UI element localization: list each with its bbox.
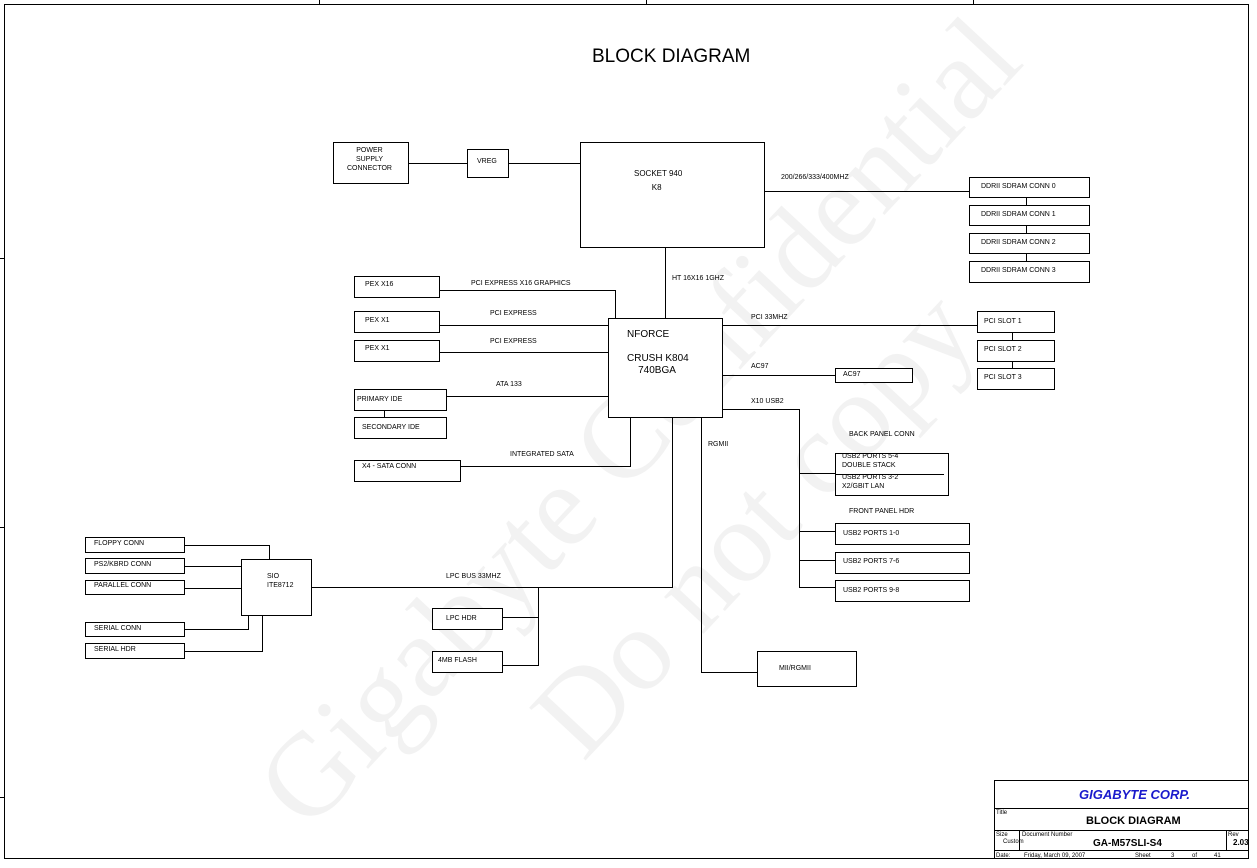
pex-x1-block-b: PEX X1 <box>354 340 440 362</box>
pci-slot-2: PCI SLOT 2 <box>977 340 1055 362</box>
sio-ite8712-block: SIO ITE8712 <box>241 559 312 616</box>
sata-conn-block: X4 - SATA CONN <box>354 460 461 482</box>
ac97-bus-label: AC97 <box>751 363 769 370</box>
date-label: Date: <box>996 853 1011 859</box>
pcie-bus-label-b: PCI EXPRESS <box>490 338 537 345</box>
vreg-block: VREG <box>467 149 509 178</box>
ddr-sdram-conn-2: DDRII SDRAM CONN 2 <box>969 233 1090 254</box>
usb-ports-1-0: USB2 PORTS 1-0 <box>835 523 970 545</box>
title-label: Title <box>996 810 1008 816</box>
titleblock-frame <box>994 780 1249 859</box>
sheet-label: Sheet <box>1135 853 1151 859</box>
rev-label: Rev <box>1228 832 1239 838</box>
nforce-chipset-block: NFORCE CRUSH K804 740BGA <box>608 318 723 418</box>
pex-x16-block: PEX X16 <box>354 276 440 298</box>
parallel-conn-block: PARALLEL CONN <box>85 580 185 595</box>
wire-lpc-flash <box>502 587 539 666</box>
usb-ports-9-8: USB2 PORTS 9-8 <box>835 580 970 602</box>
back-panel-label: BACK PANEL CONN <box>849 431 915 438</box>
lpc-hdr-block: LPC HDR <box>432 608 503 630</box>
sheet-number: 3 <box>1171 853 1175 859</box>
company-name: GIGABYTE CORP. <box>1079 787 1191 802</box>
docnum-label: Document Number <box>1022 832 1073 838</box>
sheet-total: 41 <box>1214 853 1221 859</box>
ps2-kbrd-conn-block: PS2/KBRD CONN <box>85 558 185 574</box>
wire-lpc <box>311 417 673 588</box>
sheet-title: BLOCK DIAGRAM <box>1086 815 1181 827</box>
socket-940-block: SOCKET 940 K8 <box>580 142 765 248</box>
front-panel-label: FRONT PANEL HDR <box>849 508 915 515</box>
usb-back-divider <box>836 474 944 475</box>
pcie-x16-bus-label: PCI EXPRESS X16 GRAPHICS <box>471 280 571 287</box>
ddr-sdram-conn-0: DDRII SDRAM CONN 0 <box>969 177 1090 198</box>
pci-33mhz-label: PCI 33MHZ <box>751 314 788 321</box>
serial-conn-block: SERIAL CONN <box>85 622 185 637</box>
wire-sata <box>460 417 631 467</box>
power-supply-connector: POWER SUPPLY CONNECTOR <box>333 142 409 184</box>
wire-serialhdr <box>184 615 263 652</box>
primary-ide-block: PRIMARY IDE <box>354 389 447 411</box>
pci-slot-3: PCI SLOT 3 <box>977 368 1055 390</box>
mii-rgmii-block: MII/RGMII <box>757 651 857 687</box>
ddr-sdram-conn-3: DDRII SDRAM CONN 3 <box>969 261 1090 283</box>
size-label: Size <box>996 832 1008 838</box>
pex-x1-block-a: PEX X1 <box>354 311 440 333</box>
sata-bus-label: INTEGRATED SATA <box>510 451 574 458</box>
pci-slot-1: PCI SLOT 1 <box>977 311 1055 333</box>
document-number: GA-M57SLI-S4 <box>1093 838 1162 849</box>
ata-bus-label: ATA 133 <box>496 381 522 388</box>
wire-floppy <box>184 545 270 560</box>
usb-bus-label: X10 USB2 <box>751 398 784 405</box>
ddr-sdram-conn-1: DDRII SDRAM CONN 1 <box>969 205 1090 226</box>
serial-hdr-block: SERIAL HDR <box>85 643 185 659</box>
sheet-border <box>4 4 1249 859</box>
usb-ports-7-6: USB2 PORTS 7-6 <box>835 552 970 574</box>
usb-back-panel-block: USB2 PORTS 5-4 DOUBLE STACK USB2 PORTS 3… <box>835 453 949 496</box>
wire-pex16 <box>439 290 616 318</box>
wire-usb <box>722 409 835 588</box>
date-value: Friday, March 09, 2007 <box>1024 853 1086 859</box>
floppy-conn-block: FLOPPY CONN <box>85 537 185 553</box>
diagram-title: BLOCK DIAGRAM <box>592 46 751 67</box>
lpc-bus-label: LPC BUS 33MHZ <box>446 573 501 580</box>
secondary-ide-block: SECONDARY IDE <box>354 417 447 439</box>
pcie-bus-label-a: PCI EXPRESS <box>490 310 537 317</box>
ac97-block: AC97 <box>835 368 913 383</box>
wire-serial <box>184 615 249 630</box>
rev-value: 2.03 <box>1233 838 1249 847</box>
wire-rgmii <box>701 417 757 673</box>
4mb-flash-block: 4MB FLASH <box>432 651 503 673</box>
of-label: of <box>1192 853 1198 859</box>
rgmii-bus-label: RGMII <box>708 441 729 448</box>
size-value: Custom <box>1003 839 1024 845</box>
memory-bus-label: 200/266/333/400MHZ <box>781 174 849 181</box>
ht-bus-label: HT 16X16 1GHZ <box>672 275 725 282</box>
